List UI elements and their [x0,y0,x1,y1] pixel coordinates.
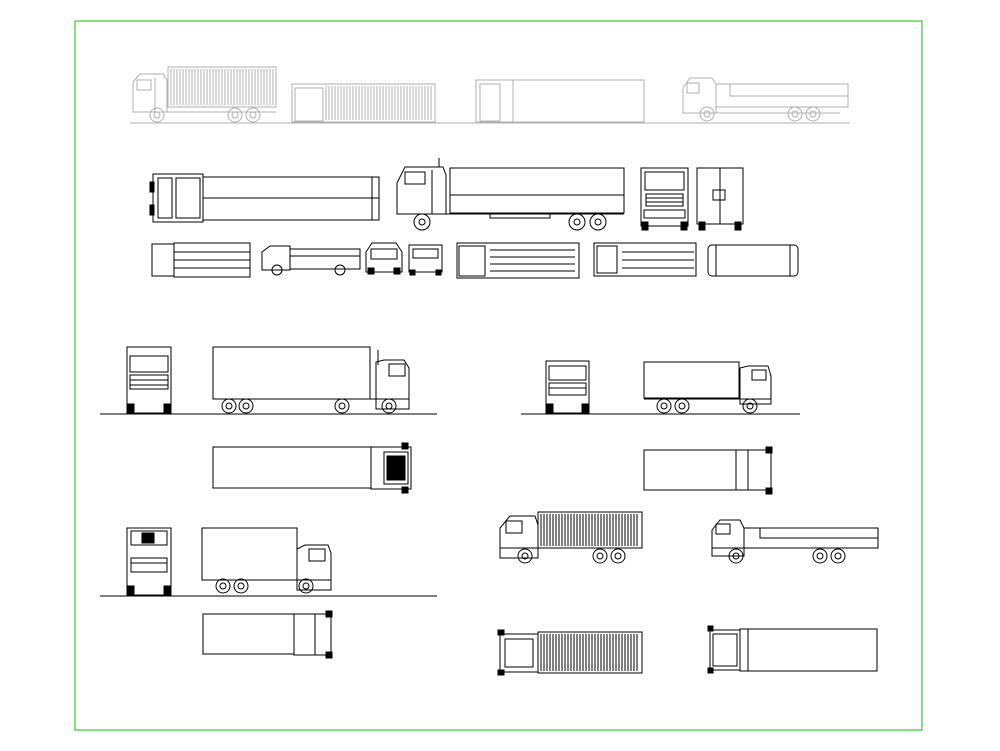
container-trailer-side [291,83,436,123]
semi-trailer-elevation [100,346,437,494]
truck-side-box [396,158,625,231]
dump-truck-elevation [521,360,800,495]
drawing-border [74,20,923,731]
truck-side-container [132,66,277,123]
truck-front [640,167,689,231]
small-plan-vehicles [151,242,799,279]
truck-rear [696,167,744,231]
box-trailer-side [475,79,645,123]
rigid-truck-elevation [100,527,437,659]
dump-truck-side [682,77,849,122]
container-truck-plan [497,629,643,676]
flatbed-truck-plan [707,625,878,674]
faded-vehicle-row [130,66,850,124]
container-truck-side [499,511,643,564]
truck-plan-tanker [149,173,380,223]
flatbed-truck-side [711,519,879,564]
